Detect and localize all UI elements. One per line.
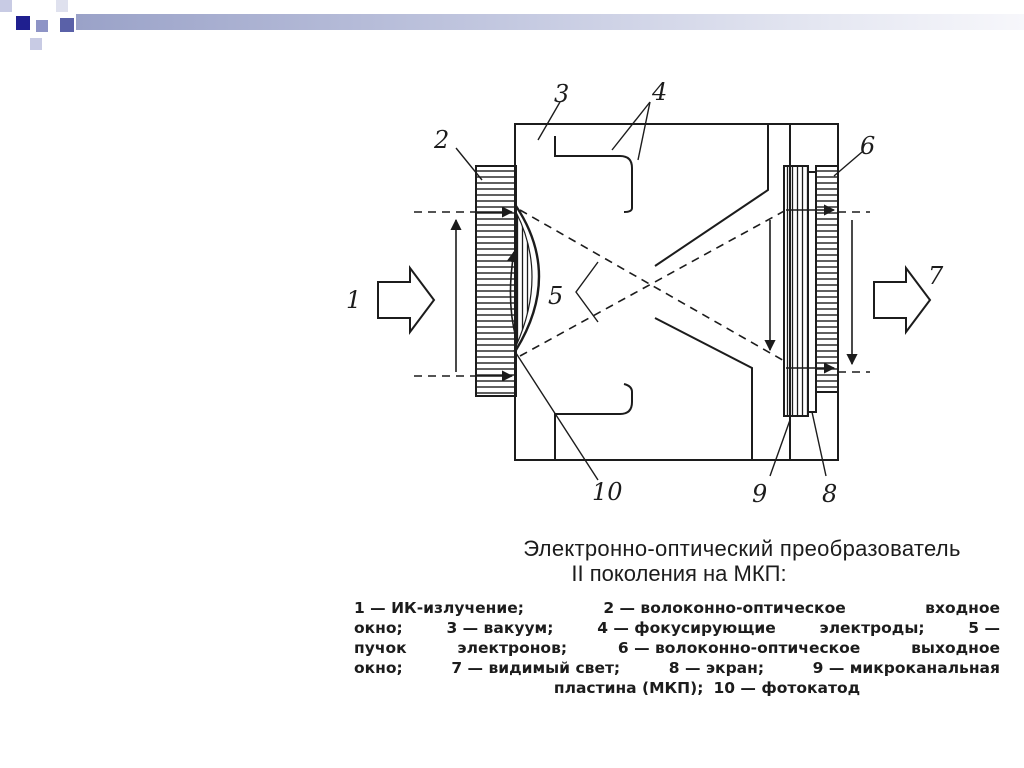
- leader-4a: [611, 101, 651, 151]
- label-7: 7: [928, 262, 944, 290]
- caption-title-line2: II поколения на МКП:: [571, 561, 787, 586]
- photocathode-inner: [515, 211, 533, 347]
- label-9: 9: [752, 480, 767, 508]
- wall-bottom-right: [654, 317, 753, 460]
- legend-item: 3 — вакуум;: [446, 619, 554, 637]
- caption-title-line1: Электронно-оптический преобразователь: [523, 536, 961, 561]
- caption-title: Электронно-оптический преобразователь II…: [354, 536, 1000, 586]
- wall-top-right: [654, 124, 769, 267]
- label-8: 8: [822, 480, 837, 508]
- intensifier-diagram: 1 2 3 4 5 6 7 8 9 10: [346, 78, 944, 508]
- legend-item: 7 — видимый свет;: [451, 659, 621, 677]
- screen: [807, 171, 817, 413]
- decor-square: [0, 0, 12, 12]
- label-10: 10: [592, 478, 623, 506]
- legend-item: пучок: [354, 639, 407, 657]
- leader-9: [769, 419, 791, 477]
- legend-item: входное: [925, 599, 1000, 617]
- legend-row: окно; 3 — вакуум; 4 — фокусирующие элект…: [354, 618, 1000, 638]
- label-3: 3: [554, 80, 569, 108]
- leader-4b: [637, 101, 651, 161]
- leader-5: [575, 261, 599, 323]
- focus-electrode-top: [554, 136, 633, 213]
- microchannel-plate: [783, 165, 809, 417]
- ir-radiation-arrow: [377, 265, 436, 335]
- leader-8: [811, 411, 827, 477]
- label-2: 2: [433, 126, 449, 154]
- legend-item: электроды;: [819, 619, 925, 637]
- leader-2: [455, 147, 483, 181]
- visible-light-arrow: [873, 265, 932, 335]
- legend-item: 6 — волоконно-оптическое: [617, 639, 861, 657]
- corner-decoration: [0, 0, 74, 50]
- label-6: 6: [860, 132, 875, 160]
- legend-item: пластина (МКП);: [553, 679, 704, 697]
- leader-10: [513, 349, 599, 481]
- legend-item: 1 — ИК-излучение;: [354, 599, 524, 617]
- label-1: 1: [346, 286, 361, 314]
- legend-item: 5 —: [968, 619, 1000, 637]
- legend: 1 — ИК-излучение; 2 — волоконно-оптическ…: [354, 598, 1000, 698]
- leader-6: [833, 151, 863, 177]
- legend-item: 8 — экран;: [668, 659, 765, 677]
- header-rule: [76, 14, 1024, 30]
- focus-electrode-bottom: [554, 383, 633, 460]
- decor-square: [60, 18, 74, 32]
- electron-beam: [519, 209, 787, 363]
- decor-square: [30, 38, 42, 50]
- figure-caption: Электронно-оптический преобразователь II…: [354, 536, 1000, 698]
- legend-item: 4 — фокусирующие: [597, 619, 776, 637]
- output-fiber-window: [815, 165, 839, 393]
- decor-square: [36, 20, 48, 32]
- legend-row: окно; 7 — видимый свет; 8 — экран; 9 — м…: [354, 658, 1000, 678]
- legend-row: 1 — ИК-излучение; 2 — волоконно-оптическ…: [354, 598, 1000, 618]
- label-5: 5: [548, 282, 563, 310]
- legend-item: выходное: [911, 639, 1000, 657]
- photocathode-arrow: [506, 250, 518, 339]
- leader-3: [537, 101, 561, 141]
- legend-item: окно;: [354, 659, 403, 677]
- legend-item: электронов;: [457, 639, 568, 657]
- legend-item: 9 — микроканальная: [812, 659, 1000, 677]
- decor-square: [56, 0, 68, 12]
- legend-item: окно;: [354, 619, 403, 637]
- decor-square: [16, 16, 30, 30]
- label-4: 4: [651, 78, 667, 106]
- legend-item: 10 — фотокатод: [713, 679, 861, 697]
- photocathode: [514, 205, 541, 351]
- legend-row: пучок электронов; 6 — волоконно-оптическ…: [354, 638, 1000, 658]
- legend-item: 2 — волоконно-оптическое: [603, 599, 846, 617]
- legend-row: пластина (МКП); 10 — фотокатод: [354, 678, 1000, 698]
